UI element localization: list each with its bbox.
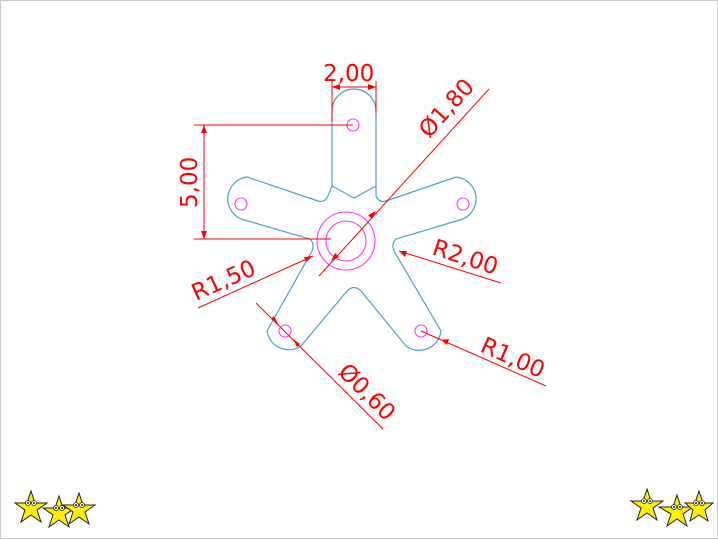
- holes: [234, 118, 470, 338]
- dim-radius-tip: R1,00: [420, 330, 549, 387]
- dim-radius-inner-label: R1,50: [188, 255, 260, 306]
- dim-width: 2,00: [323, 61, 377, 121]
- hole-bottom-left: [278, 324, 292, 338]
- hole-right: [456, 197, 470, 211]
- dim-radius-tip-label: R1,00: [477, 333, 549, 384]
- dim-radius-center: R2,00: [398, 235, 502, 284]
- center-hole-outer: [316, 211, 376, 271]
- stars-icon-left: [13, 489, 97, 529]
- dim-hole-diameter: Ø0,60: [255, 302, 400, 430]
- stars-icon-right: [629, 487, 715, 528]
- dim-center-diameter-label: Ø1,80: [414, 74, 480, 143]
- dim-width-label: 2,00: [323, 61, 374, 87]
- dim-radius-center-label: R2,00: [429, 235, 501, 280]
- hole-bottom-right: [414, 324, 428, 338]
- hole-left: [234, 197, 248, 211]
- dim-height: 5,00: [177, 124, 353, 240]
- dim-height-label: 5,00: [177, 157, 203, 208]
- dim-hole-diameter-label: Ø0,60: [333, 359, 400, 426]
- center-hole-inner: [325, 220, 367, 262]
